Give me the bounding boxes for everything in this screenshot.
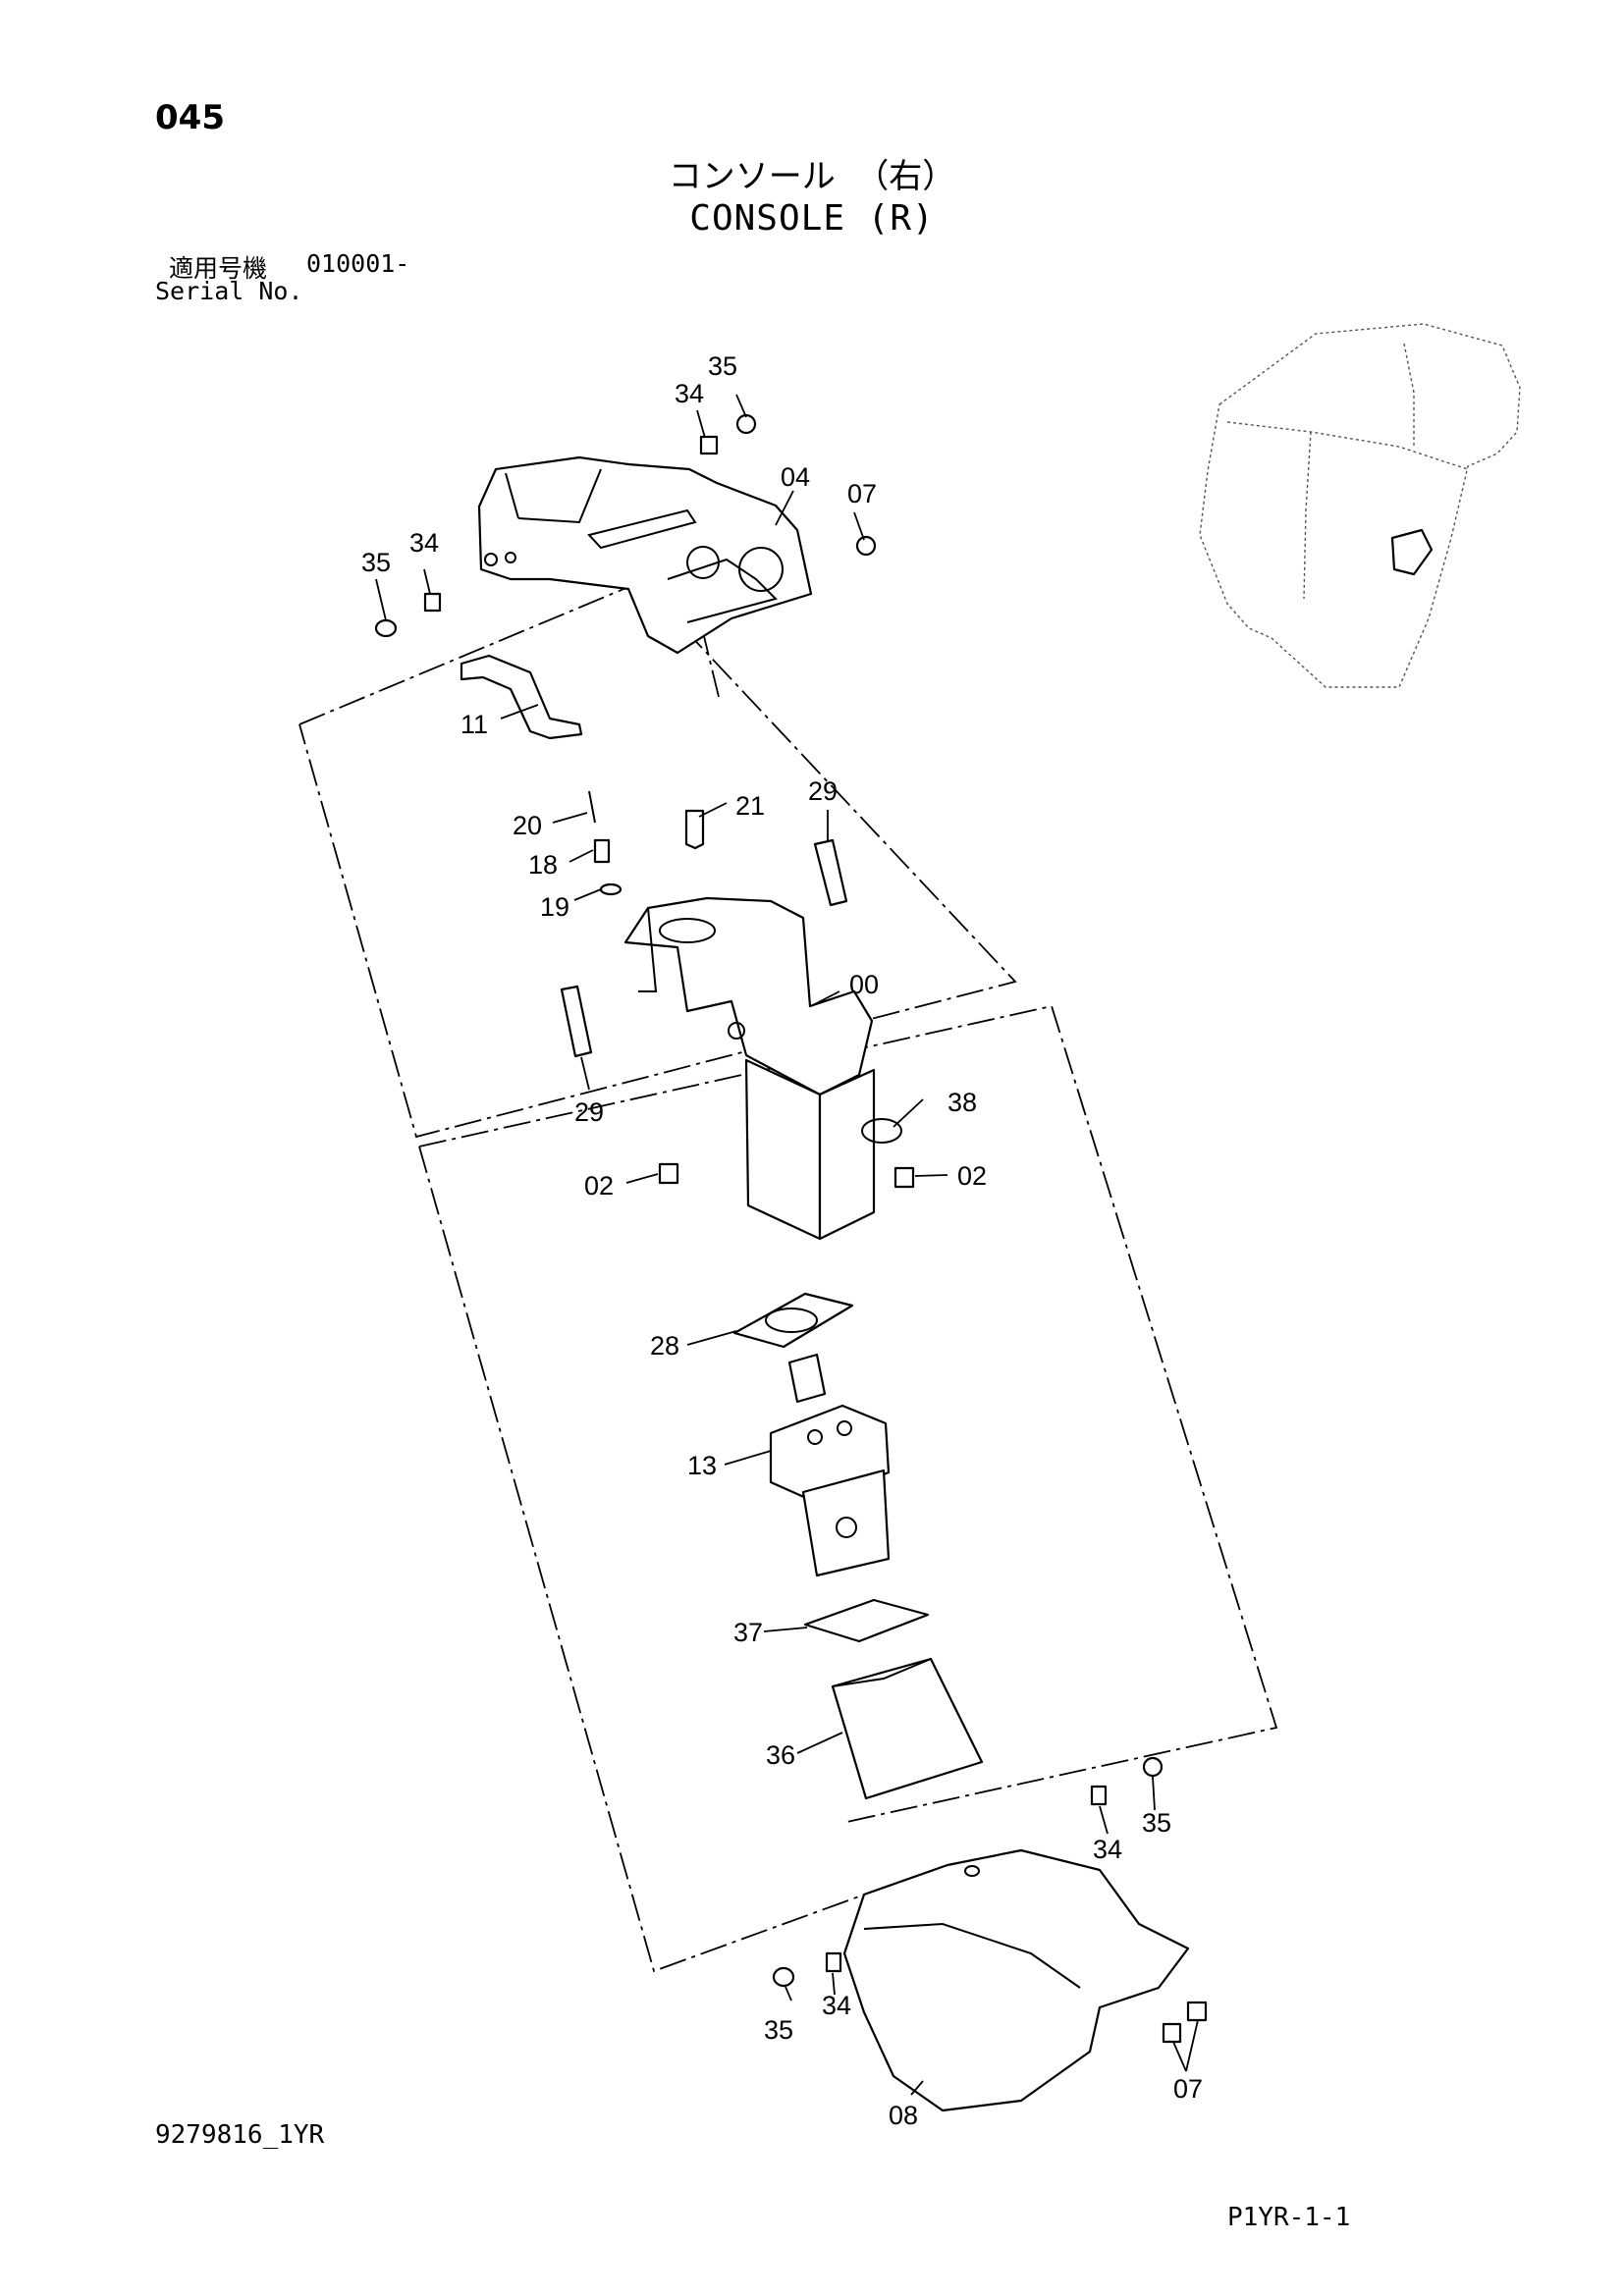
plate-part-29 <box>560 838 848 1058</box>
boot-part-37 <box>803 1598 930 1643</box>
callout-label: 07 <box>1173 2074 1203 2104</box>
serial-label-japanese: 適用号機 <box>169 254 268 283</box>
callout-label: 35 <box>764 2015 793 2045</box>
leader-lines <box>375 394 1199 2096</box>
reference-boundary-lines <box>298 580 1278 1973</box>
callout-label: 34 <box>1093 1835 1122 1864</box>
callout-label: 13 <box>687 1451 717 1480</box>
console-cover-upper <box>477 455 813 655</box>
page-code: P1YR-1-1 <box>1227 2203 1351 2232</box>
callout-label: 38 <box>947 1088 977 1117</box>
callout-label: 04 <box>781 462 810 492</box>
gasket-part-28 <box>732 1292 854 1349</box>
callout-label: 29 <box>574 1097 604 1127</box>
callout-label: 37 <box>733 1618 763 1647</box>
callout-label: 19 <box>540 892 569 922</box>
callout-label: 34 <box>675 379 704 408</box>
callout-label: 36 <box>766 1740 795 1770</box>
callout-label: 07 <box>847 479 877 508</box>
callout-label: 02 <box>584 1171 614 1201</box>
serial-range: 010001- <box>306 249 410 278</box>
clip-part-38 <box>861 1118 902 1144</box>
console-cover-lower <box>842 1848 1190 2112</box>
callout-label: 18 <box>528 850 558 880</box>
callout-label: 02 <box>957 1161 987 1191</box>
callout-label: 35 <box>1142 1808 1171 1838</box>
pilot-valve-part-13 <box>769 1353 891 1577</box>
callout-label: 11 <box>460 710 488 739</box>
page-number: 045 <box>155 98 225 137</box>
callout-label: 28 <box>650 1331 679 1361</box>
callout-label: 34 <box>822 1991 851 2020</box>
main-bracket <box>623 896 876 1241</box>
callout-label: 08 <box>889 2101 918 2130</box>
callout-label: 21 <box>735 791 765 821</box>
callout-labels: 35 34 04 07 35 34 11 20 21 29 18 19 00 2… <box>361 351 1203 2130</box>
callout-label: 35 <box>708 351 737 381</box>
page-title: CONSOLE (R) <box>689 198 935 239</box>
callout-label: 29 <box>808 776 838 806</box>
machine-location-inset <box>1199 323 1521 688</box>
serial-label: Serial No. <box>155 277 303 305</box>
boot-part-36 <box>831 1657 984 1800</box>
callout-label: 35 <box>361 548 391 577</box>
callout-label: 20 <box>513 811 542 840</box>
callout-label: 34 <box>409 528 439 558</box>
drawing-number: 9279816_1YR <box>155 2120 325 2150</box>
bracket-part-11 <box>460 654 583 740</box>
page-title-japanese: コンソール （右） <box>668 157 956 196</box>
fasteners <box>374 413 1208 2044</box>
callout-label: 00 <box>849 970 879 999</box>
